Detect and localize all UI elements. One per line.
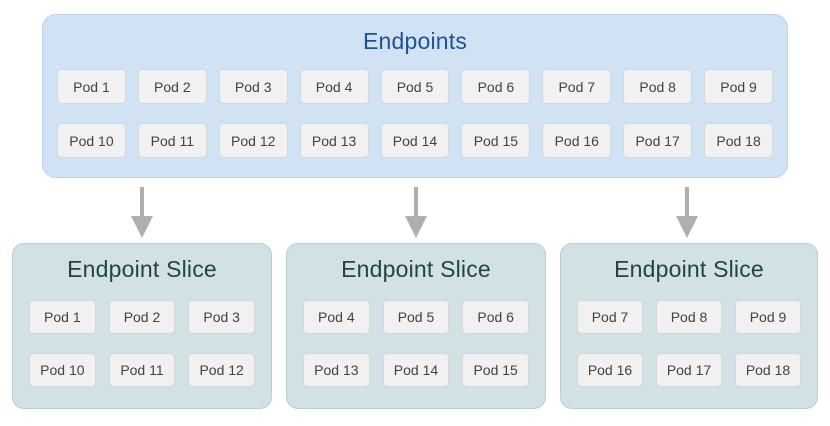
pod-box: Pod 12 <box>218 123 288 158</box>
pod-box: Pod 1 <box>57 69 126 104</box>
pod-box: Pod 14 <box>380 123 450 158</box>
endpoint-slice-box-2: Endpoint Slice Pod 4 Pod 5 Pod 6 Pod 13 … <box>286 243 546 409</box>
pod-box: Pod 10 <box>57 123 126 158</box>
arrow-head <box>676 216 698 238</box>
endpoint-slice-box-1: Endpoint Slice Pod 1 Pod 2 Pod 3 Pod 10 … <box>12 243 272 409</box>
pod-box: Pod 1 <box>29 300 96 334</box>
pod-box: Pod 5 <box>382 300 450 334</box>
slice-pod-grid: Pod 4 Pod 5 Pod 6 Pod 13 Pod 14 Pod 15 <box>303 300 529 387</box>
endpoint-slice-box-3: Endpoint Slice Pod 7 Pod 8 Pod 9 Pod 16 … <box>560 243 818 409</box>
endpoint-slice-title: Endpoint Slice <box>614 256 764 282</box>
pod-box: Pod 4 <box>303 300 370 334</box>
endpoint-slice-title: Endpoint Slice <box>67 256 217 282</box>
down-arrow-icon <box>131 187 153 238</box>
pod-box: Pod 16 <box>577 353 643 387</box>
pod-box: Pod 14 <box>382 353 450 387</box>
pod-box: Pod 15 <box>461 123 531 158</box>
pod-box: Pod 6 <box>462 300 529 334</box>
pod-box: Pod 11 <box>108 353 176 387</box>
endpoints-title: Endpoints <box>362 28 468 54</box>
pod-box: Pod 2 <box>137 69 207 104</box>
pod-box: Pod 13 <box>303 353 370 387</box>
pod-box: Pod 6 <box>461 69 531 104</box>
pod-box: Pod 16 <box>542 123 612 158</box>
pod-box: Pod 3 <box>188 300 255 334</box>
arrow-head <box>405 216 427 238</box>
pod-box: Pod 9 <box>704 69 773 104</box>
pod-box: Pod 18 <box>735 353 801 387</box>
pod-box: Pod 13 <box>299 123 369 158</box>
pod-box: Pod 10 <box>29 353 96 387</box>
pod-box: Pod 18 <box>704 123 773 158</box>
pod-box: Pod 8 <box>623 69 693 104</box>
arrow-head <box>131 216 153 238</box>
pod-box: Pod 7 <box>577 300 643 334</box>
endpoint-slice-title: Endpoint Slice <box>341 256 491 282</box>
pod-box: Pod 5 <box>380 69 450 104</box>
pod-box: Pod 17 <box>623 123 693 158</box>
pod-box: Pod 9 <box>735 300 801 334</box>
endpoints-box: Endpoints Pod 1 Pod 2 Pod 3 Pod 4 Pod 5 … <box>42 14 788 178</box>
pod-box: Pod 8 <box>656 300 722 334</box>
pod-box: Pod 15 <box>462 353 529 387</box>
arrow-stem <box>685 187 689 216</box>
pod-box: Pod 4 <box>299 69 369 104</box>
pod-box: Pod 7 <box>542 69 612 104</box>
arrow-stem <box>140 187 144 216</box>
pod-box: Pod 2 <box>108 300 176 334</box>
pod-box: Pod 17 <box>656 353 722 387</box>
down-arrow-icon <box>676 187 698 238</box>
down-arrow-icon <box>405 187 427 238</box>
slice-pod-grid: Pod 1 Pod 2 Pod 3 Pod 10 Pod 11 Pod 12 <box>29 300 255 387</box>
pod-box: Pod 3 <box>218 69 288 104</box>
pod-box: Pod 12 <box>188 353 255 387</box>
pod-box: Pod 11 <box>137 123 207 158</box>
slice-pod-grid: Pod 7 Pod 8 Pod 9 Pod 16 Pod 17 Pod 18 <box>577 300 801 387</box>
arrow-stem <box>414 187 418 216</box>
endpoints-pod-grid: Pod 1 Pod 2 Pod 3 Pod 4 Pod 5 Pod 6 Pod … <box>57 69 773 158</box>
